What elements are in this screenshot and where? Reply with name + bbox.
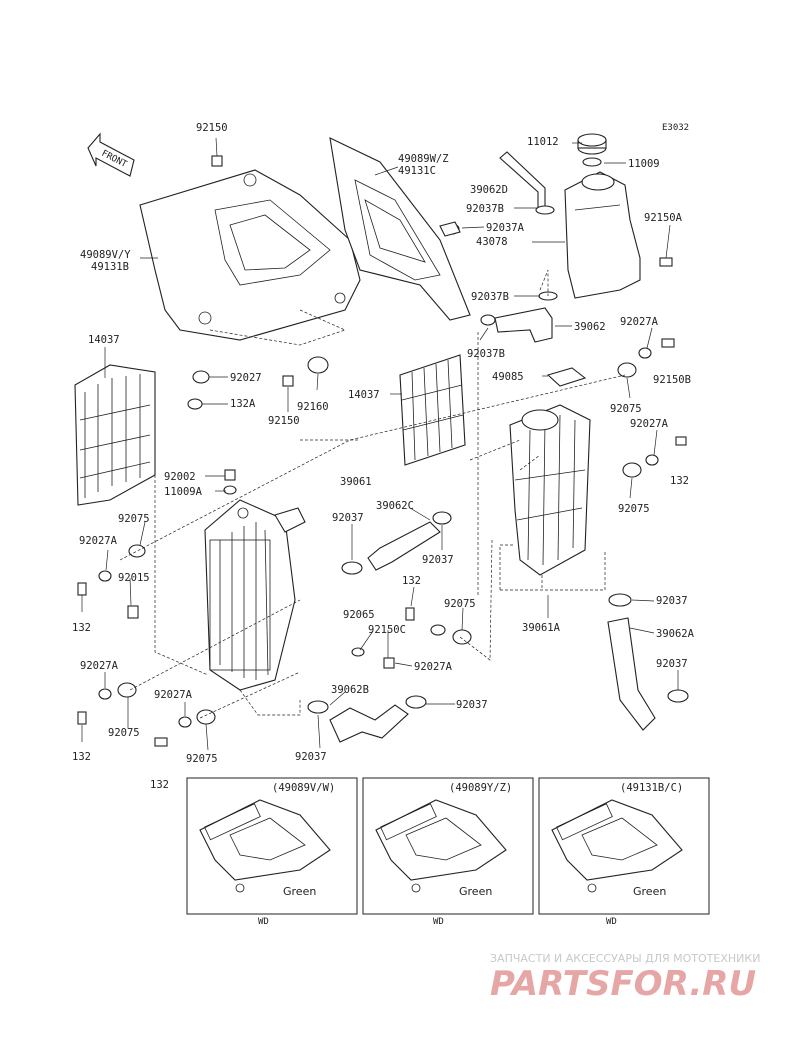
label-92037-2: 92037	[422, 554, 454, 566]
inset-title: (49131B/C)	[620, 782, 683, 794]
label-49131b: 49131B	[91, 261, 129, 273]
bolts-and-washers	[77, 155, 687, 747]
label-92160: 92160	[297, 401, 329, 413]
front-arrow-icon: FRONT	[87, 132, 135, 177]
label-92027a-3: 92027A	[79, 535, 118, 547]
label-92037-6: 92037	[295, 751, 327, 763]
radiator-grill-center	[399, 354, 466, 466]
label-92075-6: 92075	[186, 753, 218, 765]
label-92037b-2: 92037B	[471, 291, 509, 303]
inset-code: WD	[258, 917, 269, 927]
inset-49089vw: (49089V/W) Green WD	[186, 777, 358, 927]
inset-49131bc: (49131B/C) Green WD	[538, 777, 710, 927]
inset-49089yz: (49089Y/Z) Green WD	[362, 777, 534, 927]
hose-39062b	[329, 704, 409, 743]
label-11009: 11009	[628, 158, 660, 170]
hose-39062c	[367, 521, 441, 571]
label-92037-3: 92037	[656, 595, 688, 607]
label-92037-5: 92037	[456, 699, 488, 711]
label-39062c: 39062C	[376, 500, 414, 512]
reserve-tank	[564, 171, 641, 299]
label-132-2: 132	[72, 622, 91, 634]
label-49089vy: 49089V/Y	[80, 249, 131, 261]
label-92027a-4: 92027A	[80, 660, 119, 672]
inset-color: Green	[283, 885, 316, 898]
radiator-grill-left	[74, 364, 156, 506]
diagram-code: E3032	[662, 123, 689, 133]
label-92037b: 92037B	[466, 203, 504, 215]
label-39061: 39061	[340, 476, 372, 488]
label-92037b-3: 92037B	[467, 348, 505, 360]
radiator-shroud-right	[329, 137, 471, 321]
label-11009a: 11009A	[164, 486, 203, 498]
watermark-brand: PARTSFOR.RU	[490, 964, 756, 1004]
tank-hose	[494, 307, 553, 343]
inset-color: Green	[633, 885, 666, 898]
label-92065: 92065	[343, 609, 375, 621]
label-92150b: 92150B	[653, 374, 691, 386]
label-39061a: 39061A	[522, 622, 561, 634]
label-132-4: 132	[72, 751, 91, 763]
radiator-cap-icon	[577, 133, 607, 167]
label-132-5: 132	[150, 779, 169, 791]
radiator-shroud-left	[139, 169, 361, 341]
label-92150c: 92150C	[368, 624, 406, 636]
inset-title: (49089V/W)	[272, 782, 335, 794]
label-39062d: 39062D	[470, 184, 508, 196]
radiator-left	[204, 499, 306, 691]
label-92015: 92015	[118, 572, 150, 584]
label-92150a: 92150A	[644, 212, 683, 224]
label-49085: 49085	[492, 371, 524, 383]
label-92027a-2: 92027A	[630, 418, 669, 430]
label-92027: 92027	[230, 372, 262, 384]
label-92075-4: 92075	[444, 598, 476, 610]
label-39062: 39062	[574, 321, 606, 333]
label-92150-mid: 92150	[268, 415, 300, 427]
label-92027a-6: 92027A	[154, 689, 193, 701]
label-92075-5: 92075	[108, 727, 140, 739]
label-92037-4: 92037	[656, 658, 688, 670]
label-11012: 11012	[527, 136, 559, 148]
label-92027a: 92027A	[620, 316, 659, 328]
label-92075-2: 92075	[618, 503, 650, 515]
label-92037: 92037	[332, 512, 364, 524]
hose-39062a	[607, 617, 656, 731]
inset-title: (49089Y/Z)	[449, 782, 512, 794]
label-92150: 92150	[196, 122, 228, 134]
radiator-right	[509, 404, 591, 576]
label-92027a-5: 92027A	[414, 661, 453, 673]
label-14037-m: 14037	[348, 389, 380, 401]
inset-code: WD	[606, 917, 617, 927]
label-14037: 14037	[88, 334, 120, 346]
label-92037a: 92037A	[486, 222, 525, 234]
label-92075: 92075	[610, 403, 642, 415]
label-39062b: 39062B	[331, 684, 369, 696]
watermark-tagline: ЗАПЧАСТИ И АКСЕССУАРЫ ДЛЯ МОТОТЕХНИКИ	[490, 952, 760, 965]
dashed-assembly-lines	[119, 269, 626, 719]
label-92075-3: 92075	[118, 513, 150, 525]
label-49089wz: 49089W/Z	[398, 153, 449, 165]
leader-lines	[81, 137, 679, 751]
inset-color: Green	[459, 885, 492, 898]
label-39062a: 39062A	[656, 628, 695, 640]
label-132a: 132A	[230, 398, 256, 410]
part-labels: 92150 49089V/Y 49131B 49089W/Z 49131C 11…	[72, 122, 695, 791]
overflow-hose	[499, 151, 546, 211]
inset-code: WD	[433, 917, 444, 927]
label-49131c: 49131C	[398, 165, 436, 177]
label-92002: 92002	[164, 471, 196, 483]
label-132: 132	[670, 475, 689, 487]
clamps	[307, 511, 689, 714]
label-132-3: 132	[402, 575, 421, 587]
label-43078: 43078	[476, 236, 508, 248]
